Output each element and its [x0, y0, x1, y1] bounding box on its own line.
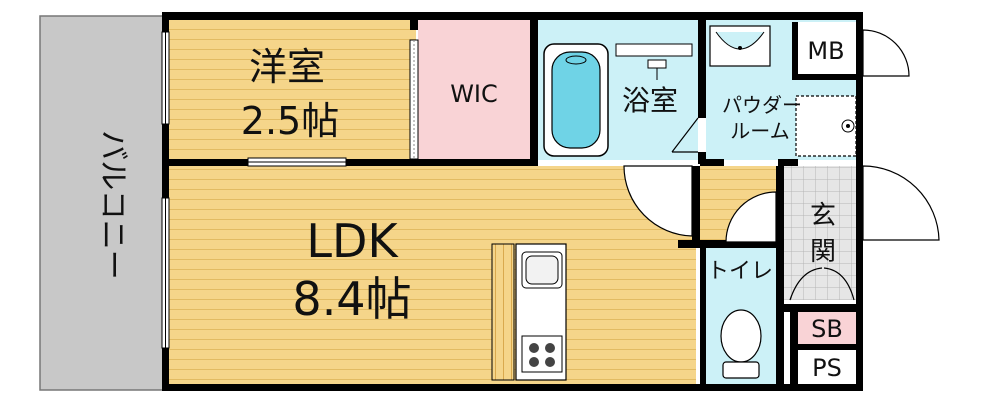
sb-label: SB: [811, 315, 843, 343]
window-frames: [161, 31, 170, 349]
wic-floor: [418, 20, 530, 160]
kitchen-counter: [491, 243, 567, 381]
powder-label-line2: ルーム: [730, 119, 789, 143]
mb-label: MB: [807, 37, 844, 65]
washer-pan: [795, 95, 857, 157]
sliding-door: [247, 39, 419, 167]
western-room-size: 2.5帖: [241, 99, 339, 143]
bathtub: [543, 43, 609, 157]
ps-floor: [798, 350, 856, 384]
sb-floor: [798, 312, 856, 344]
ldk-floor: [168, 166, 696, 387]
powder-label-line1: パウダー: [722, 93, 802, 117]
shower-fixture: [615, 43, 693, 80]
entrance-label-line2: 関: [810, 237, 836, 267]
doors: [623, 29, 940, 301]
wic-label: WIC: [450, 80, 498, 108]
western-room-name: 洋室: [249, 45, 325, 89]
mb-floor: [798, 22, 856, 74]
ldk-name: LDK: [306, 214, 399, 268]
ldk-size: 8.4帖: [292, 272, 411, 326]
toilet-fixture: [720, 309, 762, 379]
toilet-label: トイレ: [707, 259, 773, 284]
balcony-area: [39, 15, 166, 391]
wash-basin: [709, 25, 771, 67]
entrance-floor: [784, 166, 860, 300]
entrance-label-line1: 玄: [810, 201, 836, 231]
ps-label: PS: [812, 354, 842, 382]
walls: [162, 12, 863, 391]
bath-label: 浴室: [622, 84, 678, 117]
balcony-label: バルコニー: [95, 130, 130, 279]
western-room-floor: [168, 20, 416, 160]
